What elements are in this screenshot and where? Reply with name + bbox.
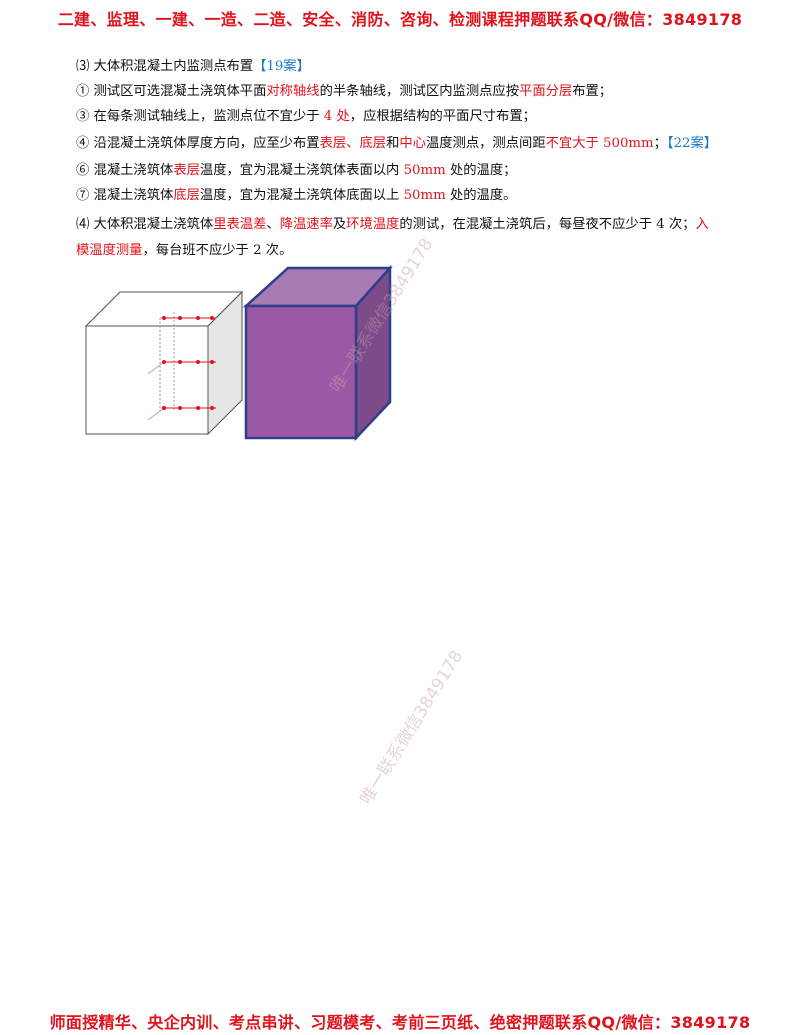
body-text: 温度测点，测点间距 bbox=[425, 136, 546, 151]
measuring-points bbox=[162, 316, 214, 410]
text-line: ③ 在每条测试轴线上，监测点位不宜少于 4 处，应根据结构的平面尺寸布置； bbox=[76, 106, 536, 128]
body-text: 、 bbox=[266, 217, 280, 232]
body-text: ； bbox=[653, 136, 667, 151]
body-text: ⑷ 大体积混凝土浇筑体 bbox=[76, 217, 214, 232]
solid-cube bbox=[242, 264, 393, 442]
text-line: ⑷ 大体积混凝土浇筑体里表温差、降温速率及环境温度的测试，在混凝土浇筑后，每昼夜… bbox=[76, 214, 709, 236]
body-text: ① 测试区可选混凝土浇筑体平面 bbox=[76, 84, 267, 99]
text-line: ④ 沿混凝土浇筑体厚度方向，应至少布置表层、底层和中心温度测点，测点间距不宜大于… bbox=[76, 133, 717, 155]
highlight-text: 里表温差 bbox=[213, 217, 267, 232]
body-text: 的半条轴线，测试区内监测点应按 bbox=[319, 84, 520, 99]
body-text: ⑥ 混凝土浇筑体 bbox=[76, 163, 174, 178]
body-text: ③ 在每条测试轴线上，监测点位不宜少于 bbox=[76, 109, 324, 124]
highlight-text: 50mm bbox=[403, 163, 446, 178]
footer-banner: 师面授精华、央企内训、考点串讲、习题模考、考前三页纸、绝密押题联系QQ/微信：3… bbox=[49, 1013, 751, 1032]
body-text: 处的温度。 bbox=[445, 188, 517, 203]
body-text: 及 bbox=[332, 217, 347, 232]
text-line: ① 测试区可选混凝土浇筑体平面对称轴线的半条轴线，测试区内监测点应按平面分层布置… bbox=[76, 81, 612, 103]
highlight-text: 入 bbox=[695, 217, 709, 232]
body-text: ，应根据结构的平面尺寸布置； bbox=[349, 109, 536, 124]
highlight-text: 环境温度 bbox=[346, 217, 400, 232]
text-line: ⑶ 大体积混凝土内监测点布置【19案】 bbox=[76, 56, 310, 78]
highlight-text: 表层 bbox=[173, 163, 200, 178]
body-text: ⑦ 混凝土浇筑体 bbox=[76, 188, 174, 203]
highlight-text: 模温度测量 bbox=[76, 243, 143, 258]
highlight-text: 底层 bbox=[173, 188, 200, 203]
body-text: 的测试，在混凝土浇筑后，每昼夜不应少于 4 次； bbox=[399, 217, 696, 232]
highlight-text: 平面分层 bbox=[519, 84, 573, 99]
body-text: 和 bbox=[386, 136, 400, 151]
text-line: ⑦ 混凝土浇筑体底层温度，宜为混凝土浇筑体底面以上 50mm 处的温度。 bbox=[76, 185, 516, 207]
body-text: 布置； bbox=[572, 84, 613, 99]
text-line: ⑥ 混凝土浇筑体表层温度，宜为混凝土浇筑体表面以内 50mm 处的温度； bbox=[76, 160, 516, 182]
watermark-2: 唯一联系微信3849178 bbox=[356, 646, 468, 809]
text-line: 模温度测量，每台班不应少于 2 次。 bbox=[76, 240, 292, 262]
body-text: 温度，宜为混凝土浇筑体底面以上 bbox=[199, 188, 404, 203]
highlight-text: 对称轴线 bbox=[266, 84, 320, 99]
case-reference: 【19案】 bbox=[253, 59, 310, 74]
header-banner: 二建、监理、一建、一造、二造、安全、消防、咨询、检测课程押题联系QQ/微信：38… bbox=[57, 10, 743, 29]
highlight-text: 表层、底层 bbox=[319, 136, 387, 151]
case-reference: 【22案】 bbox=[666, 136, 718, 151]
highlight-text: 4 处 bbox=[323, 109, 350, 124]
body-text: 温度，宜为混凝土浇筑体表面以内 bbox=[199, 163, 404, 178]
measuring-lines bbox=[147, 317, 216, 421]
highlight-text: 降温速率 bbox=[279, 217, 333, 232]
wireframe-cube bbox=[84, 290, 244, 436]
body-text: 处的温度； bbox=[445, 163, 517, 178]
highlight-text: 不宜大于 500mm bbox=[545, 136, 654, 151]
body-text: ④ 沿混凝土浇筑体厚度方向，应至少布置 bbox=[76, 136, 320, 151]
body-text: ⑶ 大体积混凝土内监测点布置 bbox=[76, 59, 254, 74]
body-text: ，每台班不应少于 2 次。 bbox=[142, 243, 293, 258]
concrete-cube-figure bbox=[84, 264, 393, 442]
highlight-text: 中心 bbox=[399, 136, 426, 151]
highlight-text: 50mm bbox=[403, 188, 446, 203]
